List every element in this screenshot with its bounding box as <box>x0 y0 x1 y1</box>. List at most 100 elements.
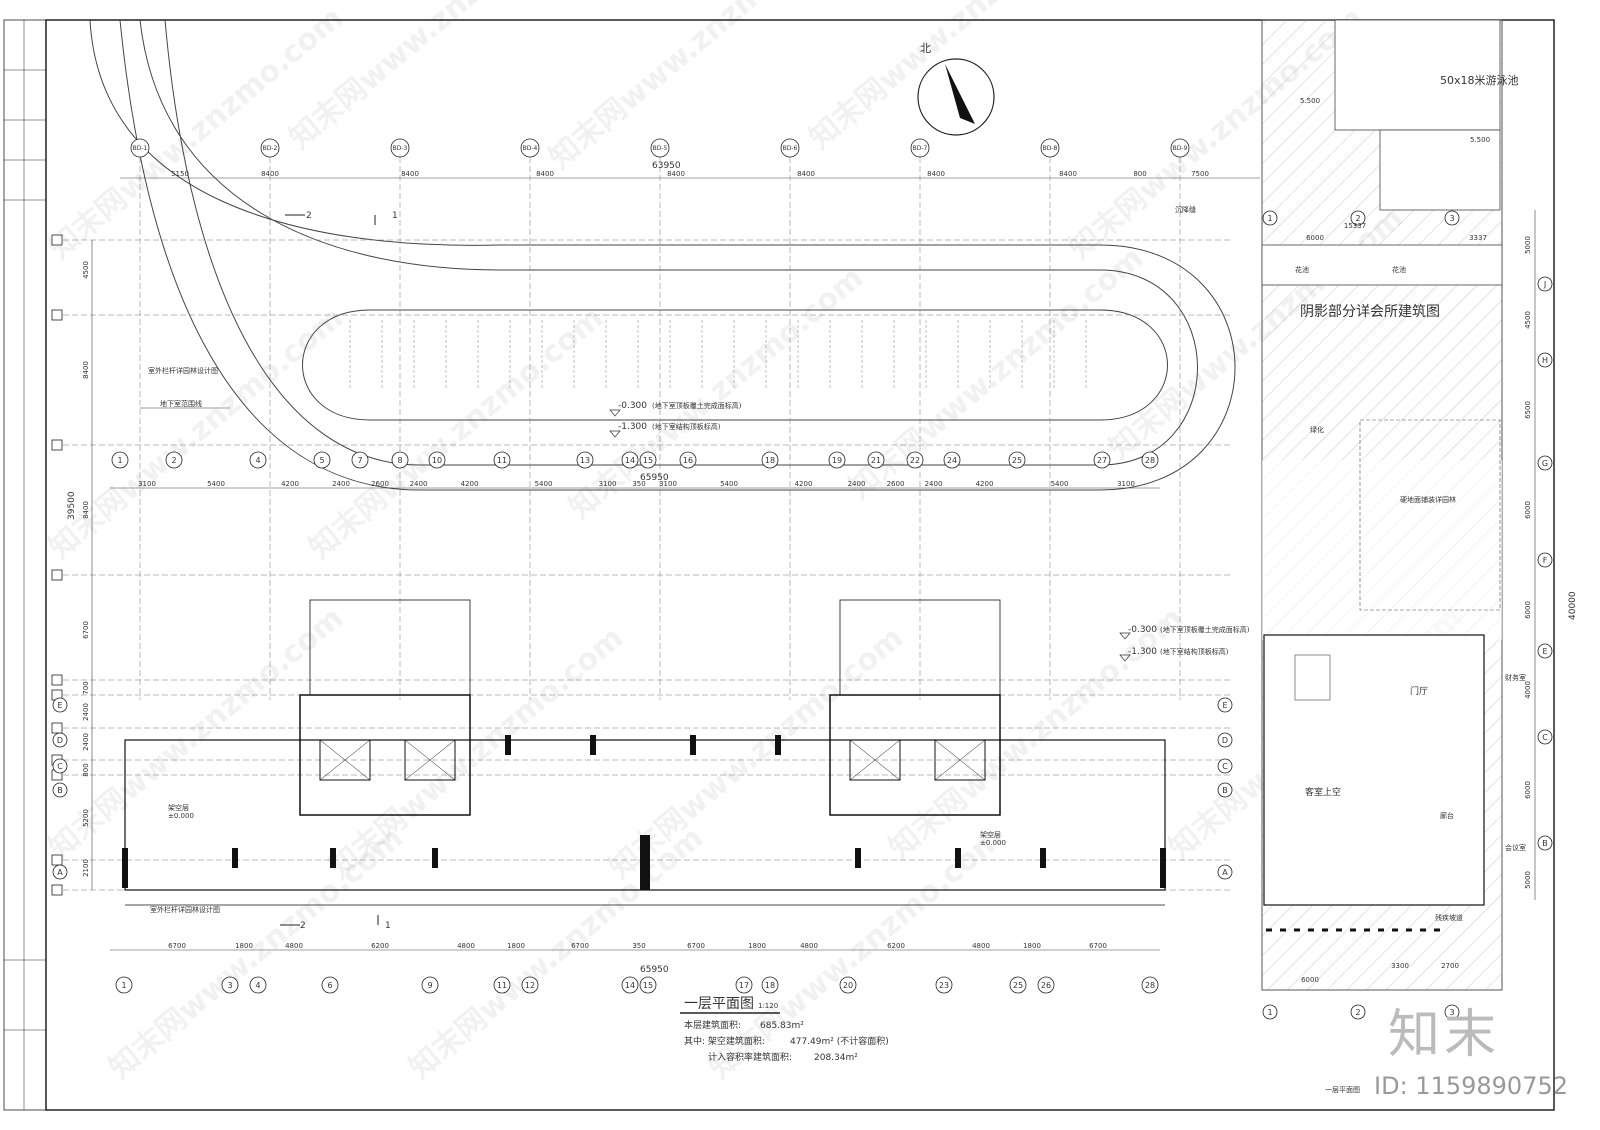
level-b-note: (地下室结构顶板标高) <box>652 422 721 431</box>
railing-note-top: 室外栏杆详园林设计图 <box>148 366 218 375</box>
top-dim-value: 8400 <box>667 170 685 178</box>
bottom-dim-value: 1800 <box>1023 942 1041 950</box>
mid-dim-value: 5400 <box>720 480 738 488</box>
entry-level-right: ±0.000 <box>980 839 1006 847</box>
area-line3-value: 208.34m² <box>814 1053 858 1063</box>
bottom-axis-6: 6 <box>321 976 339 994</box>
left-dim-value: 2400 <box>82 733 90 751</box>
mid-axis-19-label: 19 <box>832 456 842 465</box>
right-dim-value: 6000 <box>1524 501 1532 519</box>
club-top-axis-1-label: 1 <box>1267 214 1272 223</box>
row-axis-left-D: D <box>52 732 68 748</box>
right-dim-value: 6000 <box>1524 781 1532 799</box>
bottom-axis-3: 3 <box>221 976 239 994</box>
bottom-dim-value: 4800 <box>800 942 818 950</box>
bottom-axis-12: 12 <box>521 976 539 994</box>
left-axis-marker <box>51 854 63 866</box>
mid-axis-22: 22 <box>906 451 924 469</box>
bottom-axis-9: 9 <box>421 976 439 994</box>
watermark-text: 知末网www.znzmo.com <box>803 0 1110 156</box>
top-dim-value: 8400 <box>401 170 419 178</box>
level-d-note: (地下室结构顶板标高) <box>1160 647 1229 656</box>
top-dim-value: 8400 <box>1059 170 1077 178</box>
mid-axis-28: 28 <box>1141 451 1159 469</box>
club-axis-B: B <box>1537 835 1553 851</box>
level-marks-right <box>1119 632 1131 662</box>
level-c-note: (地下室顶板覆土完成面标高) <box>1160 625 1250 634</box>
plan-scale: 1:120 <box>758 1002 778 1010</box>
mid-axis-10-label: 10 <box>432 456 442 465</box>
sheet-frame <box>3 19 1555 1111</box>
right-dim-value: 6000 <box>1524 601 1532 619</box>
mid-axis-4: 4 <box>249 451 267 469</box>
mid-axis-5: 5 <box>313 451 331 469</box>
mid-axis-18-label: 18 <box>765 456 775 465</box>
left-dim-value: 6700 <box>82 621 90 639</box>
mid-axis-10: 10 <box>428 451 446 469</box>
mid-dim-value: 3100 <box>1117 480 1135 488</box>
meeting-label: 会议室 <box>1505 843 1526 852</box>
row-axis-left-A-label: A <box>57 868 63 877</box>
bottom-axis-9-label: 9 <box>427 981 432 990</box>
mid-axis-16-label: 16 <box>683 456 693 465</box>
club-axis-E: E <box>1537 643 1553 659</box>
club-axis-E-label: E <box>1542 647 1547 656</box>
row-axis-left-E: E <box>52 697 68 713</box>
mid-dim-value: 2400 <box>925 480 943 488</box>
elev-550b: 5.500 <box>1470 136 1490 144</box>
section-markers <box>280 214 379 926</box>
top-axis-BD-6: BD-6 <box>780 138 800 158</box>
left-axis-marker <box>51 234 63 246</box>
shelter-right: 架空层 <box>980 830 1001 839</box>
mid-axis-15: 15 <box>639 451 657 469</box>
mid-dim-value: 4200 <box>461 480 479 488</box>
row-axis-left-E-label: E <box>57 701 62 710</box>
bottom-axis-20-label: 20 <box>843 981 853 990</box>
row-axis-right-A: A <box>1217 864 1233 880</box>
mid-dim-value: 350 <box>632 480 645 488</box>
settle-joint-label: 沉降缝 <box>1175 205 1196 214</box>
left-dim-value: 8400 <box>82 501 90 519</box>
bottom-axis-26-label: 26 <box>1041 981 1051 990</box>
watermark-text: 知末网www.znzmo.com <box>303 300 610 566</box>
bottom-axis-1: 1 <box>115 976 133 994</box>
bottom-axis-11-label: 11 <box>497 981 507 990</box>
mid-axis-2-label: 2 <box>171 456 176 465</box>
flower-bed-2: 花池 <box>1392 265 1406 274</box>
watermark-text: 知末网www.znzmo.com <box>543 0 850 176</box>
area-line2-value: 477.49m² (不计容面积) <box>790 1035 889 1047</box>
left-dim-value: 2100 <box>82 859 90 877</box>
left-axis-marker <box>51 722 63 734</box>
bottom-axis-23: 23 <box>935 976 953 994</box>
bottom-dim-value: 1800 <box>235 942 253 950</box>
top-dim-value: 7500 <box>1191 170 1209 178</box>
bottom-axis-28: 28 <box>1141 976 1159 994</box>
left-dim-value: 5200 <box>82 809 90 827</box>
bottom-axis-3-label: 3 <box>227 981 232 990</box>
watermark-layer: 知末网www.znzmo.com知末网www.znzmo.com知末网www.z… <box>43 0 1470 1086</box>
left-dim-value: 8400 <box>82 361 90 379</box>
bottom-axis-14-label: 14 <box>625 981 635 990</box>
mid-dim-value: 4200 <box>281 480 299 488</box>
top-axis-BD-2: BD-2 <box>260 138 280 158</box>
watermark-text: 知末网www.znzmo.com <box>403 820 710 1086</box>
club-bottom-dim-value: 6000 <box>1301 976 1319 984</box>
bottom-axis-23-label: 23 <box>939 981 949 990</box>
north-arrow: 北 <box>917 42 995 136</box>
mid-axis-28-label: 28 <box>1145 456 1155 465</box>
mid-axis-22-label: 22 <box>910 456 920 465</box>
mid-axis-2: 2 <box>165 451 183 469</box>
level-marks-center <box>609 409 621 438</box>
club-axis-F: F <box>1537 552 1553 568</box>
club-axis-J: J <box>1537 276 1553 292</box>
section-label-2-bottom: 2 <box>300 921 306 931</box>
bottom-dim-value: 350 <box>632 942 645 950</box>
top-axis-BD-9: BD-9 <box>1170 138 1190 158</box>
left-total-dim: 39500 <box>67 491 77 520</box>
mid-axis-21-label: 21 <box>871 456 881 465</box>
mid-dim-value: 2400 <box>848 480 866 488</box>
